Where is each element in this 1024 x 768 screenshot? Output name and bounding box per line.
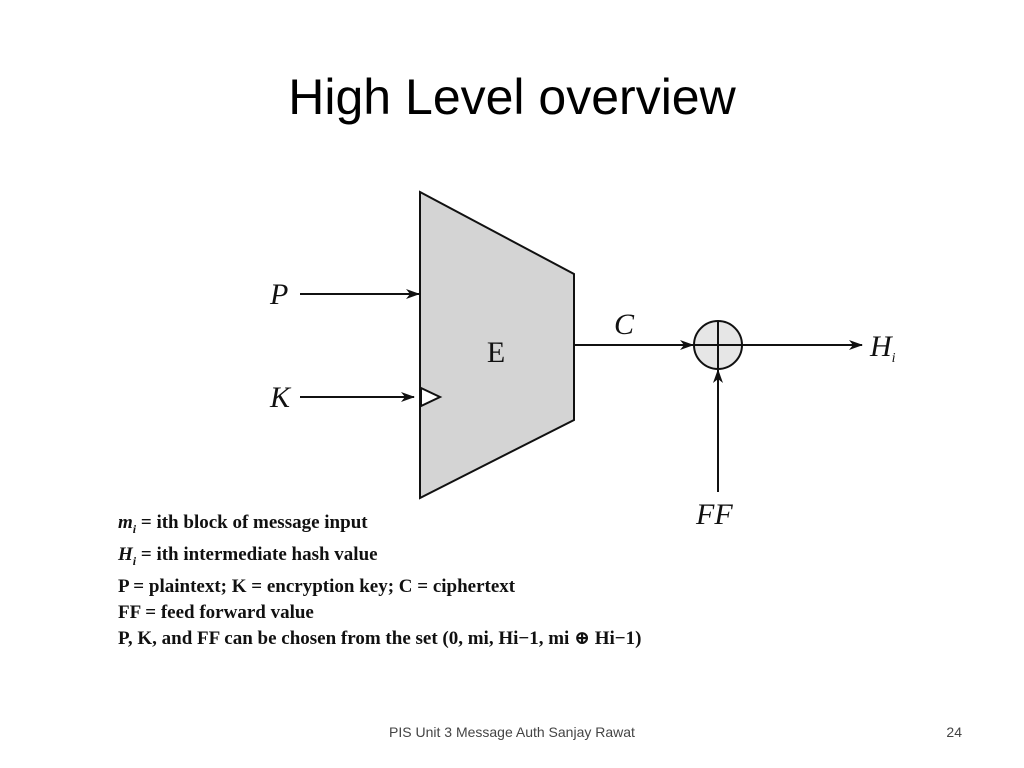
input-p-label: P — [269, 278, 288, 311]
legend-symbol-m: m — [118, 512, 133, 533]
legend-line-message-block: mi = ith block of message input — [118, 510, 758, 542]
legend-symbol-h: H — [118, 543, 133, 565]
diagram-legend: mi = ith block of message input Hi = ith… — [118, 510, 758, 652]
legend-text-message-block: = ith block of message input — [136, 512, 368, 533]
legend-text-hash-value: = ith intermediate hash value — [136, 543, 378, 565]
legend-subscript-i: i — [132, 521, 137, 536]
legend-line-hash-value: Hi = ith intermediate hash value — [118, 542, 758, 574]
slide-footer: PIS Unit 3 Message Auth Sanjay Rawat — [389, 724, 635, 740]
page-number: 24 — [946, 724, 962, 740]
legend-line-choice-set: P, K, and FF can be chosen from the set … — [118, 627, 642, 649]
output-h-subscript: i — [892, 351, 896, 366]
output-h-label: Hi — [869, 330, 896, 366]
encryption-block-label: E — [487, 336, 505, 369]
key-input-triangle — [420, 386, 443, 408]
slide-title: High Level overview — [288, 69, 736, 125]
feed-forward-label: FF — [695, 498, 733, 531]
legend-subscript-i: i — [132, 553, 137, 568]
legend-line-definitions: P = plaintext; K = encryption key; C = c… — [118, 575, 516, 597]
input-k-label: K — [269, 381, 292, 414]
output-h-symbol: H — [869, 330, 894, 363]
output-c-label: C — [614, 308, 635, 341]
legend-line-feed-forward: FF = feed forward value — [118, 601, 314, 623]
